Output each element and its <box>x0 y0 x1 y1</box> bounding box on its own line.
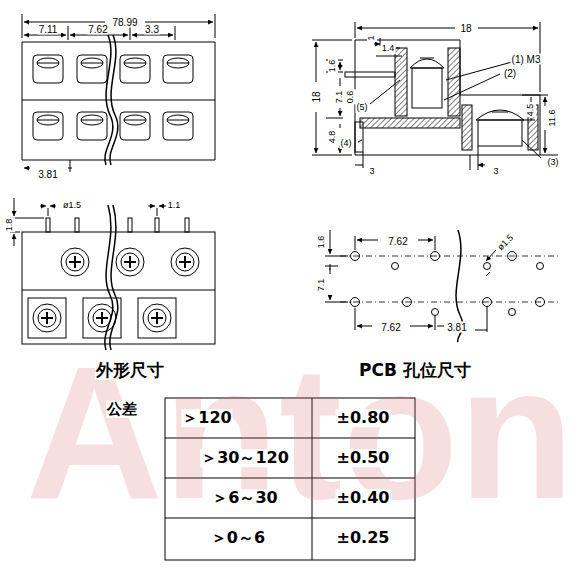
dimension: 7.62 <box>387 236 408 247</box>
dimension: 1.4 <box>381 44 396 54</box>
table-cell: ＞6～30 <box>211 489 278 507</box>
table-cell: ±0.50 <box>336 449 391 467</box>
callout-number: (5) <box>356 103 369 113</box>
dimension: 1 <box>367 34 377 41</box>
dimension: 1.1 <box>167 201 182 211</box>
dimension: 78.99 <box>111 17 138 28</box>
dimension: 18 <box>311 90 322 103</box>
callout-number: (3) <box>547 158 560 168</box>
dimension: 18 <box>459 23 472 34</box>
dimension: ø1.5 <box>495 232 516 253</box>
dimension: ø1.5 <box>62 201 82 211</box>
table-cell: ±0.80 <box>336 409 391 427</box>
dimension: 7.1 <box>335 90 345 105</box>
dimension: 11.6 <box>548 109 558 128</box>
heading: PCB 孔位尺寸 <box>358 361 472 380</box>
dimension: 3.3 <box>144 24 160 35</box>
table-cell: ＞120 <box>181 409 232 427</box>
dimension: 4.5 <box>526 103 536 118</box>
heading: 外形尺寸 <box>95 361 165 380</box>
callout-number: (4) <box>340 139 353 149</box>
dimension: 4.8 <box>328 130 338 145</box>
dimension: 7.11 <box>38 24 59 35</box>
dimension: 1.6 <box>317 235 327 250</box>
dimension: 3 <box>492 167 499 177</box>
dimension: 7.62 <box>87 24 108 35</box>
callout-number: (2) <box>503 68 517 79</box>
callout-number: (1) M3 <box>511 54 542 65</box>
dimension: 3.81 <box>37 169 58 180</box>
dimension: 0.6 <box>346 90 356 105</box>
dimension: 7.62 <box>380 322 401 333</box>
heading: 公差 <box>106 401 138 418</box>
dimension: 1.8 <box>5 218 15 233</box>
dimension: 1.6 <box>328 59 338 74</box>
table-cell: ±0.40 <box>336 489 391 507</box>
table-cell: ＞30～120 <box>200 449 290 467</box>
dimension: 3.81 <box>446 322 467 333</box>
table-cell: ＞0～6 <box>210 529 266 547</box>
dimension: 7.1 <box>317 278 327 293</box>
table-cell: ±0.25 <box>336 529 391 547</box>
dimension: 3 <box>368 167 375 177</box>
